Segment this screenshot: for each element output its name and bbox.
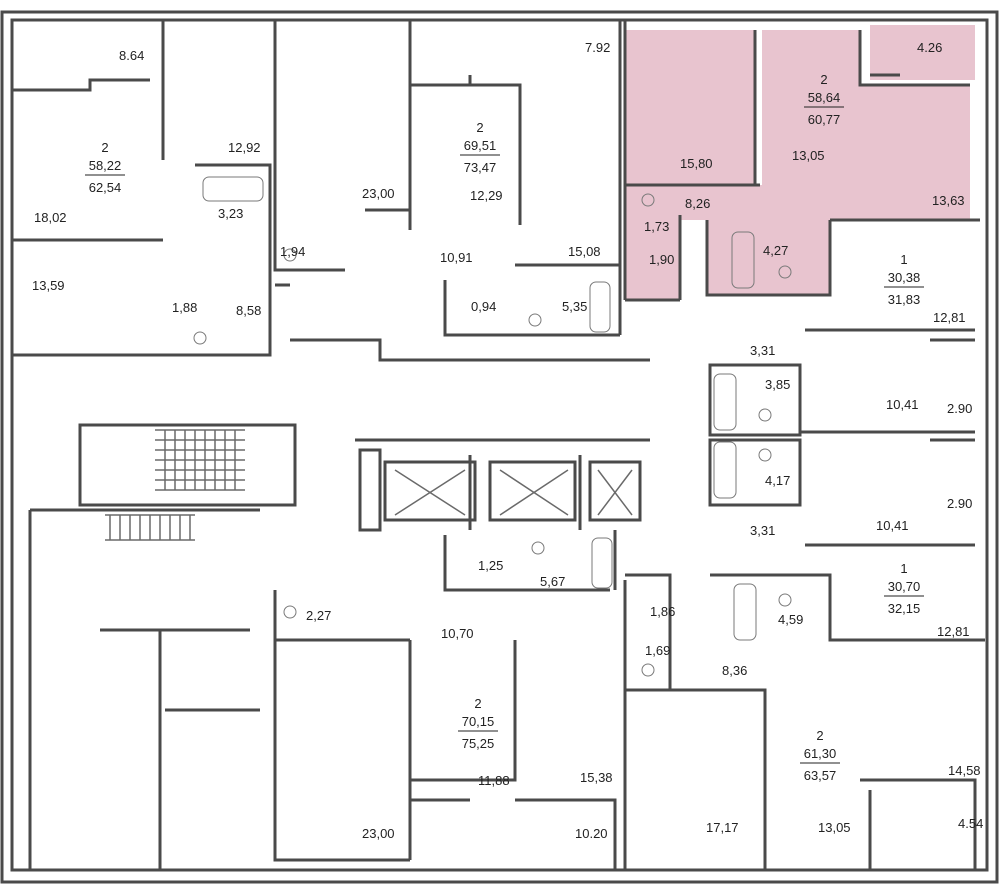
room-area: 2.90 <box>947 496 972 511</box>
room-area: 12,92 <box>228 140 261 155</box>
room-area: 12,81 <box>933 310 966 325</box>
room-area: 18,02 <box>34 210 67 225</box>
room-area: 11,88 <box>478 773 510 788</box>
room-area: 4.26 <box>917 40 942 55</box>
room-area: 13,59 <box>32 278 65 293</box>
room-area: 12,81 <box>937 624 970 639</box>
apt-7-rooms: 2 <box>816 728 823 743</box>
outer-walls <box>0 10 999 884</box>
apt-4-living: 30,38 <box>888 270 921 285</box>
room-area: 3,85 <box>765 377 790 392</box>
apt-3-living: 58,64 <box>808 90 841 105</box>
apt-7-living: 61,30 <box>804 746 837 761</box>
room-area: 14,58 <box>948 763 981 778</box>
room-area: 13,63 <box>932 193 965 208</box>
room-area: 10,41 <box>886 397 919 412</box>
room-area: 1,25 <box>478 558 503 573</box>
interior-walls <box>12 20 985 870</box>
room-area: 10,91 <box>440 250 473 265</box>
room-area: 4.54 <box>958 816 983 831</box>
room-area: 1,73 <box>644 219 669 234</box>
apt-4-rooms: 1 <box>900 252 907 267</box>
room-area: 8,58 <box>236 303 261 318</box>
apt-2-rooms: 2 <box>476 120 483 135</box>
apt-6-living: 70,15 <box>462 714 495 729</box>
room-area: 15,08 <box>568 244 601 259</box>
apt-2-total: 73,47 <box>464 160 497 175</box>
room-area: 2,27 <box>306 608 331 623</box>
apartment-labels: 2 58,22 62,54 2 69,51 73,47 2 58,64 60,7… <box>85 72 924 783</box>
room-area: 8.64 <box>119 48 144 63</box>
apt-1-rooms: 2 <box>101 140 108 155</box>
room-area: 15,80 <box>680 156 713 171</box>
room-area: 7.92 <box>585 40 610 55</box>
apt-4-total: 31,83 <box>888 292 921 307</box>
staircase-upper <box>155 429 245 491</box>
highlighted-apartment <box>625 25 975 300</box>
apt-7-total: 63,57 <box>804 768 837 783</box>
room-area: 2.90 <box>947 401 972 416</box>
apt-5-total: 32,15 <box>888 601 921 616</box>
room-area: 1,94 <box>280 244 305 259</box>
room-area: 10.20 <box>575 826 608 841</box>
apt-3-rooms: 2 <box>820 72 827 87</box>
room-area-labels: 8.64 12,92 18,02 3,23 13,59 1,88 8,58 23… <box>32 40 983 841</box>
apt-3-total: 60,77 <box>808 112 841 127</box>
room-area: 3,23 <box>218 206 243 221</box>
room-area: 8,26 <box>685 196 710 211</box>
room-area: 13,05 <box>818 820 851 835</box>
room-area: 15,38 <box>580 770 613 785</box>
room-area: 5,35 <box>562 299 587 314</box>
apt-5-rooms: 1 <box>900 561 907 576</box>
room-area: 3,31 <box>750 343 775 358</box>
room-area: 1,86 <box>650 604 675 619</box>
room-area: 23,00 <box>362 826 395 841</box>
room-area: 23,00 <box>362 186 395 201</box>
apt-5-living: 30,70 <box>888 579 921 594</box>
room-area: 0,94 <box>471 299 496 314</box>
room-area: 13,05 <box>792 148 825 163</box>
fixtures <box>193 176 792 677</box>
room-area: 10,70 <box>441 626 474 641</box>
apt-6-rooms: 2 <box>474 696 481 711</box>
room-area: 12,29 <box>470 188 503 203</box>
room-area: 8,36 <box>722 663 747 678</box>
apt-1-total: 62,54 <box>89 180 122 195</box>
apt-6-total: 75,25 <box>462 736 495 751</box>
staircase-lower <box>105 514 195 541</box>
room-area: 5,67 <box>540 574 565 589</box>
room-area: 1,88 <box>172 300 197 315</box>
room-area: 1,69 <box>645 643 670 658</box>
apt-1-living: 58,22 <box>89 158 122 173</box>
room-area: 4,59 <box>778 612 803 627</box>
room-area: 17,17 <box>706 820 739 835</box>
room-area: 4,27 <box>763 243 788 258</box>
room-area: 3,31 <box>750 523 775 538</box>
room-area: 4,17 <box>765 473 790 488</box>
room-area: 1,90 <box>649 252 674 267</box>
apt-2-living: 69,51 <box>464 138 497 153</box>
room-area: 10,41 <box>876 518 909 533</box>
